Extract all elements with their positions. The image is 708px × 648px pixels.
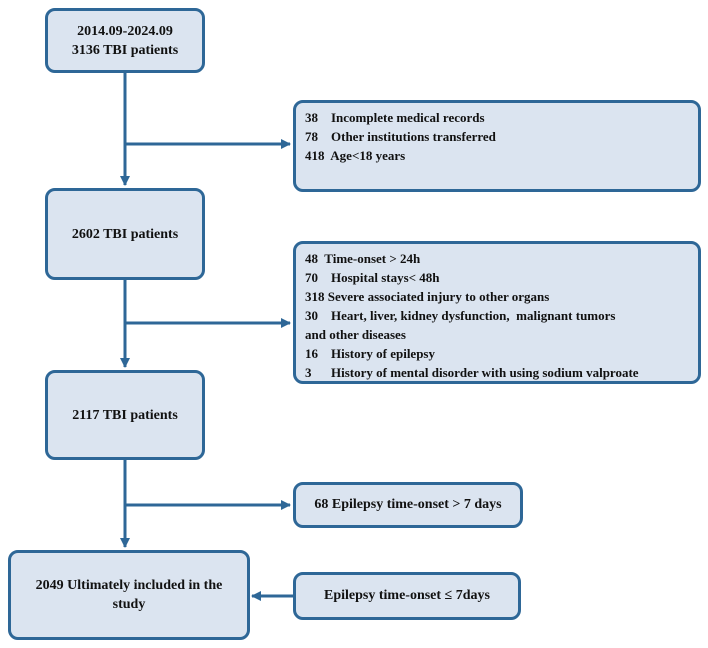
exclusion-second-item: 318 Severe associated injury to other or… [305,289,550,304]
exclusion-box-third: 68 Epilepsy time-onset > 7 days [293,482,523,528]
exclusion-first-item: 78 Other institutions transferred [305,129,496,144]
node-final-line-2: study [112,597,146,612]
side-input-box: Epilepsy time-onset ≤ 7days [293,572,521,620]
exclusion-first-item: 418 Age<18 years [305,148,406,163]
node-start: 2014.09-2024.09 3136 TBI patients [45,8,205,73]
node-final: 2049 Ultimately included in the study [8,550,250,640]
node-start-line-2: 3136 TBI patients [71,42,179,58]
node-2117-label: 2117 TBI patients [72,407,178,423]
node-2117-tbi: 2117 TBI patients [45,370,205,460]
node-start-line-1: 2014.09-2024.09 [77,23,173,39]
node-2602-tbi: 2602 TBI patients [45,188,205,280]
exclusion-second-item: 16 History of epilepsy [305,346,435,361]
exclusion-box-second: 48 Time-onset > 24h 70 Hospital stays< 4… [293,241,701,384]
exclusion-second-item: 48 Time-onset > 24h [305,251,421,266]
exclusion-second-item: 70 Hospital stays< 48h [305,270,440,285]
exclusion-second-item: 3 History of mental disorder with using … [305,365,639,380]
exclusion-second-item: and other diseases [305,327,406,342]
node-2602-label: 2602 TBI patients [71,226,179,242]
exclusion-box-first: 38 Incomplete medical records 78 Other i… [293,100,701,192]
exclusion-third-label: 68 Epilepsy time-onset > 7 days [314,497,502,512]
exclusion-second-item: 30 Heart, liver, kidney dysfunction, mal… [305,308,616,323]
side-input-label: Epilepsy time-onset ≤ 7days [324,588,490,603]
exclusion-first-item: 38 Incomplete medical records [305,110,485,125]
node-final-line-1: 2049 Ultimately included in the [35,578,223,593]
